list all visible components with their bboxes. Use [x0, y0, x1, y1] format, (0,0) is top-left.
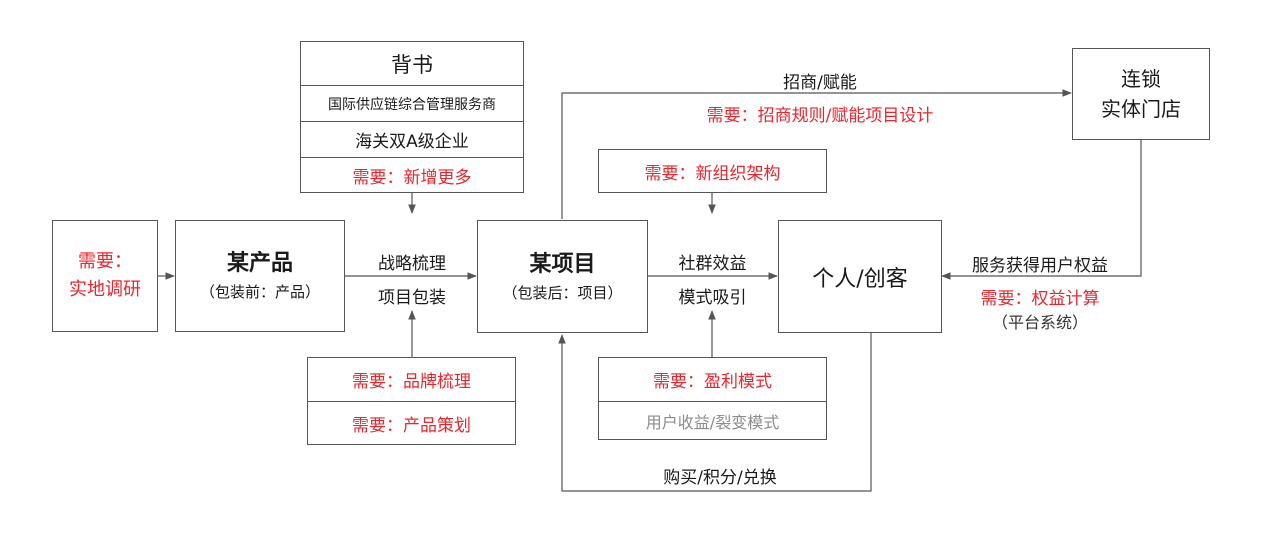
org-need: 需要：新组织架构 [644, 163, 781, 184]
brand-need2: 需要：产品策划 [352, 416, 471, 436]
profit-need: 需要：盈利模式 [599, 358, 826, 402]
endorsement-box: 背书 国际供应链综合管理服务商 海关双A级企业 需要：新增更多 [300, 41, 524, 193]
store-box: 连锁 实体门店 [1072, 48, 1210, 140]
purchase-label: 购买/积分/兑换 [663, 468, 777, 488]
person-title: 个人/创客 [812, 266, 908, 292]
profit-box: 需要：盈利模式 用户收益/裂变模式 [598, 357, 827, 440]
product-title: 某产品 [226, 251, 293, 276]
endorsement-title: 背书 [301, 42, 523, 86]
research-box: 需要： 实地调研 [52, 220, 158, 332]
project-subtitle: （包装后：项目） [502, 283, 623, 302]
brand-box: 需要：品牌梳理 需要：产品策划 [307, 357, 516, 445]
endorsement-line2: 海关双A级企业 [301, 122, 523, 158]
service-note: （平台系统） [991, 313, 1088, 332]
store-line1: 连锁 [1121, 67, 1161, 91]
org-box: 需要：新组织架构 [598, 149, 827, 193]
project-title: 某项目 [529, 251, 596, 277]
product-box: 某产品 （包装前：产品） [175, 220, 345, 332]
endorsement-need: 需要：新增更多 [352, 167, 472, 188]
product-subtitle: （包装前：产品） [199, 283, 320, 301]
store-line2: 实体门店 [1101, 97, 1181, 121]
profit-note: 用户收益/裂变模式 [645, 413, 780, 432]
endorsement-line1: 国际供应链综合管理服务商 [301, 86, 523, 122]
strategy-line2: 项目包装 [378, 288, 446, 308]
research-line2: 实地调研 [69, 279, 141, 300]
person-box: 个人/创客 [778, 220, 942, 333]
project-box: 某项目 （包装后：项目） [477, 220, 648, 333]
community-line2: 模式吸引 [678, 288, 747, 308]
community-line1: 社群效益 [678, 254, 747, 274]
service-label: 服务获得用户权益 [972, 256, 1108, 276]
strategy-line1: 战略梳理 [378, 254, 446, 274]
merchant-label: 招商/赋能 [783, 73, 857, 93]
service-need: 需要：权益计算 [980, 289, 1100, 309]
merchant-need: 需要：招商规则/赋能项目设计 [706, 106, 934, 126]
research-line1: 需要： [78, 251, 132, 272]
brand-need1: 需要：品牌梳理 [308, 358, 515, 402]
